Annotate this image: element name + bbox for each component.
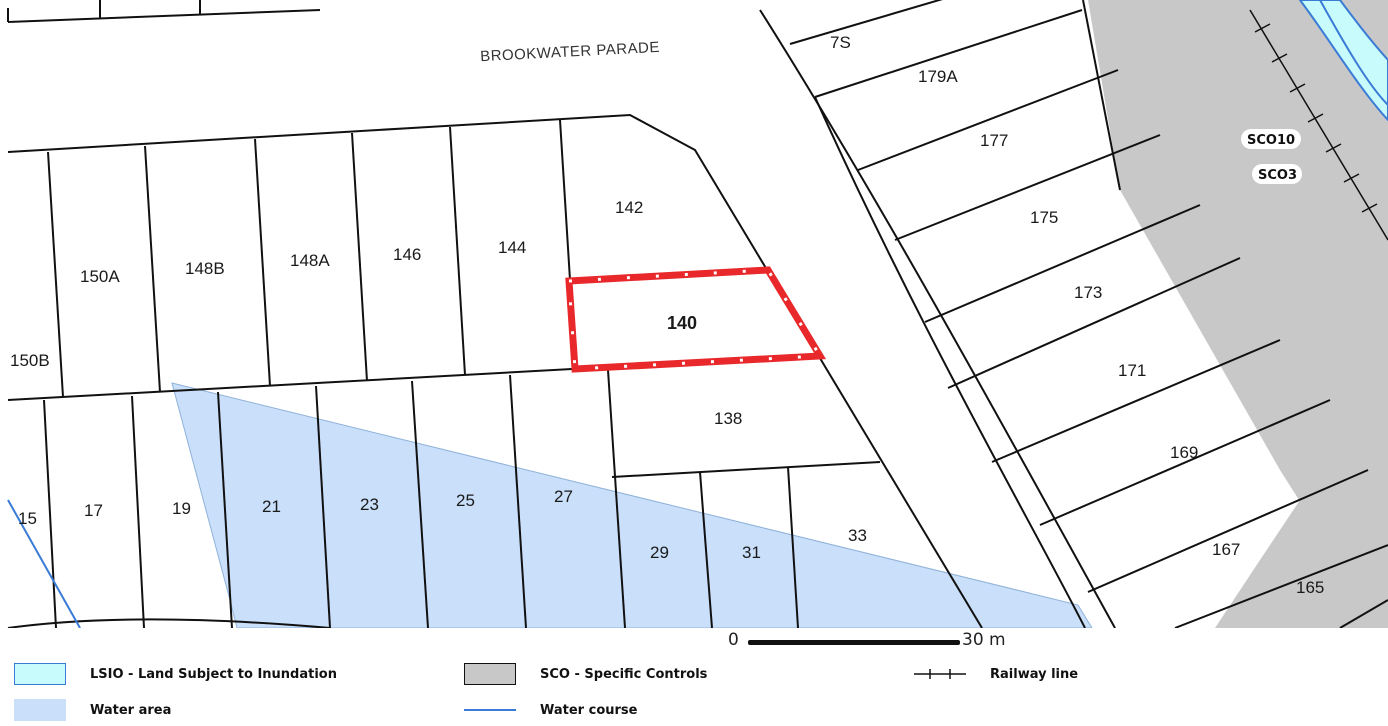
lot-label-23: 23 bbox=[360, 495, 379, 514]
lot-label-140: 140 bbox=[667, 313, 697, 333]
lot-label-33: 33 bbox=[848, 526, 867, 545]
planning-map[interactable]: BROOKWATER PARADE 150A 148B 148A 146 144… bbox=[0, 0, 1388, 628]
lot-label-31: 31 bbox=[742, 543, 761, 562]
legend-label-sco: SCO - Specific Controls bbox=[540, 666, 708, 682]
scale-end-label: 30 m bbox=[962, 630, 1006, 650]
map-legend: LSIO - Land Subject to Inundation SCO - … bbox=[0, 654, 1388, 726]
lot-label-21: 21 bbox=[262, 497, 281, 516]
overlay-label-sco10: SCO10 bbox=[1247, 133, 1295, 148]
lot-label-17: 17 bbox=[84, 501, 103, 520]
water-area-swatch bbox=[14, 699, 66, 721]
sco-swatch bbox=[464, 663, 516, 685]
lot-label-150a: 150A bbox=[80, 267, 120, 286]
lot-label-19: 19 bbox=[172, 499, 191, 518]
lot-label-7s: 7S bbox=[830, 33, 851, 52]
overlay-label-sco3: SCO3 bbox=[1258, 168, 1297, 183]
highlighted-lot-140[interactable] bbox=[565, 266, 827, 373]
lot-label-173: 173 bbox=[1074, 283, 1102, 302]
road-label: BROOKWATER PARADE bbox=[480, 39, 661, 65]
railway-swatch-icon bbox=[914, 669, 966, 679]
lot-label-25: 25 bbox=[456, 491, 475, 510]
overlay-badge-sco3 bbox=[1252, 164, 1302, 184]
water-course-line bbox=[1319, 0, 1388, 106]
lot-label-179a: 179A bbox=[918, 67, 958, 86]
scale-start-label: 0 bbox=[728, 630, 739, 650]
legend-item-water-area: Water area bbox=[14, 699, 171, 721]
overlay-badge-sco10 bbox=[1241, 129, 1301, 149]
north-lot-lines bbox=[7, 0, 573, 401]
lot-label-144: 144 bbox=[498, 238, 526, 257]
legend-label-lsio: LSIO - Land Subject to Inundation bbox=[90, 666, 337, 682]
legend-item-railway: Railway line bbox=[914, 663, 1078, 685]
lot-label-150b: 150B bbox=[10, 351, 50, 370]
lot-label-175: 175 bbox=[1030, 208, 1058, 227]
water-course-lines bbox=[7, 499, 81, 628]
lot-label-146: 146 bbox=[393, 245, 421, 264]
lot-label-138: 138 bbox=[714, 409, 742, 428]
scale-bar: 0 30 m bbox=[726, 630, 1026, 652]
road-edges bbox=[7, 9, 1116, 628]
lot-label-142: 142 bbox=[615, 198, 643, 217]
legend-item-water-course: Water course bbox=[464, 699, 637, 721]
scale-bar-line bbox=[748, 640, 960, 645]
east-lot-lines bbox=[789, 0, 1388, 628]
lot-label-148a: 148A bbox=[290, 251, 330, 270]
railway-line bbox=[1249, 9, 1388, 241]
map-canvas: BROOKWATER PARADE 150A 148B 148A 146 144… bbox=[7, 0, 1388, 628]
lot-label-167: 167 bbox=[1212, 540, 1240, 559]
railway-ticks bbox=[1254, 23, 1378, 213]
legend-label-water-course: Water course bbox=[540, 702, 638, 718]
legend-label-water-area: Water area bbox=[90, 702, 172, 718]
legend-item-sco: SCO - Specific Controls bbox=[464, 663, 707, 685]
lot-label-15: 15 bbox=[18, 509, 37, 528]
sco-zone-main bbox=[1088, 0, 1388, 628]
water-course-swatch-icon bbox=[464, 709, 516, 711]
lot-label-171: 171 bbox=[1118, 361, 1146, 380]
lot-label-148b: 148B bbox=[185, 259, 225, 278]
lot-label-169: 169 bbox=[1170, 443, 1198, 462]
lot-label-27: 27 bbox=[554, 487, 573, 506]
water-area bbox=[171, 382, 1093, 628]
legend-item-lsio: LSIO - Land Subject to Inundation bbox=[14, 663, 337, 685]
lot-label-29: 29 bbox=[650, 543, 669, 562]
legend-label-railway: Railway line bbox=[990, 666, 1079, 682]
lot-label-165: 165 bbox=[1296, 578, 1324, 597]
lsio-swatch bbox=[14, 663, 66, 685]
lot-label-177: 177 bbox=[980, 131, 1008, 150]
